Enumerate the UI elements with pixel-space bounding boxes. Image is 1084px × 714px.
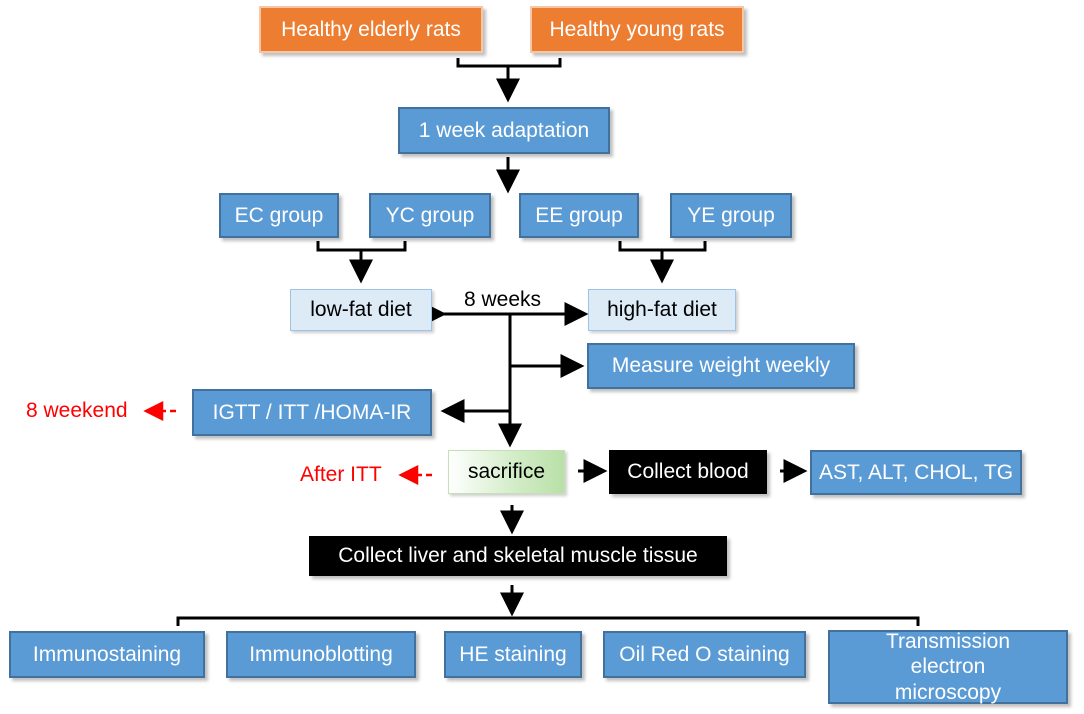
healthy-young-rats-box: Healthy young rats [530,6,744,53]
bracket-right-groups [618,241,707,252]
tests-note-label: 8 weekend [26,399,128,422]
bracket-bottom [176,616,920,626]
bracket-top [456,58,562,68]
bracket-left-groups [316,241,407,252]
ec-group-box: EC group [219,193,339,238]
immunoblotting-box: Immunoblotting [226,631,416,678]
measure-weight-box: Measure weight weekly [587,343,855,389]
adaptation-box: 1 week adaptation [398,107,610,154]
oil-red-o-staining-box: Oil Red O staining [603,631,806,678]
sacrifice-box: sacrifice [448,450,565,494]
collect-tissue-box: Collect liver and skeletal muscle tissue [309,536,727,576]
blood-markers-box: AST, ALT, CHOL, TG [810,450,1022,495]
healthy-elderly-rats-box: Healthy elderly rats [259,6,483,53]
ee-group-box: EE group [519,193,639,238]
low-fat-diet-box: low-fat diet [290,289,432,331]
immunostaining-box: Immunostaining [9,631,205,678]
high-fat-diet-box: high-fat diet [588,289,736,331]
sacrifice-note-label: After ITT [300,463,382,486]
duration-label: 8 weeks [464,288,542,311]
collect-blood-box: Collect blood [609,450,767,494]
ye-group-box: YE group [670,193,792,238]
yc-group-box: YC group [369,193,491,238]
tests-box: IGTT / ITT /HOMA-IR [192,389,432,436]
he-staining-box: HE staining [444,631,582,678]
tem-box: Transmission electron microscopy [828,630,1068,704]
